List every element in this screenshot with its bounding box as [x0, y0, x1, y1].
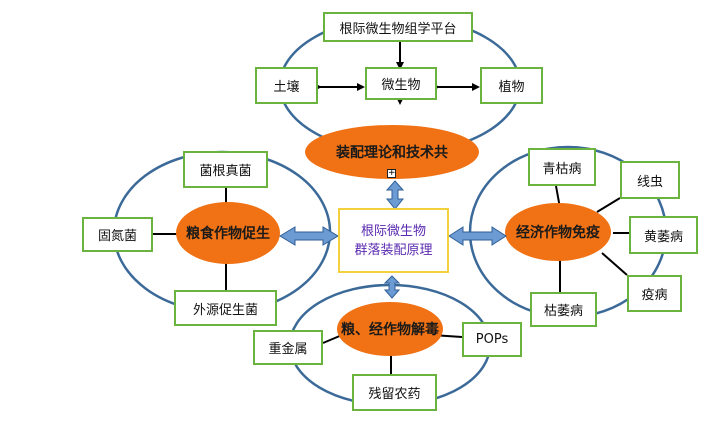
- platform-box: 根际微生物组学平台: [323, 12, 473, 42]
- left-hub-ellipse: [176, 202, 280, 264]
- nematode-box: 线虫: [620, 161, 680, 199]
- left-hub-label: 粮食作物促生: [186, 226, 270, 242]
- right-hub-ellipse: [505, 203, 611, 261]
- exogenous-box: 外源促生菌: [174, 290, 277, 326]
- top-hub-label: 装配理论和技术共: [336, 145, 448, 161]
- center-line-2: 群落装配原理: [354, 242, 433, 258]
- wilt-box: 枯萎病: [530, 292, 597, 327]
- bottom-hub-label: 粮、经作物解毒: [341, 322, 439, 338]
- expand-marker-icon[interactable]: +: [387, 168, 396, 178]
- heavy-metal-box: 重金属: [253, 330, 323, 365]
- microbe-box: 微生物: [365, 67, 437, 100]
- center-top-block-arrow: [385, 180, 405, 210]
- center-line-1: 根际微生物: [360, 223, 426, 239]
- blight-box: 青枯病: [528, 148, 596, 186]
- heavy-metal-connector: [322, 334, 343, 344]
- pops-box: POPs: [462, 322, 522, 357]
- scab-box: 疫病: [627, 275, 682, 312]
- bottom-hub-ellipse: [337, 302, 443, 356]
- center-principle-box: 根际微生物 群落装配原理: [338, 208, 449, 273]
- top-hub-ellipse: [305, 125, 479, 179]
- right-hub-label: 经济作物免疫: [516, 225, 600, 241]
- center-bottom-block-arrow: [383, 275, 401, 299]
- soil-box: 土壤: [255, 67, 318, 104]
- pesticide-box: 残留农药: [352, 374, 437, 411]
- mycorrhiza-box: 菌根真菌: [183, 151, 268, 188]
- nematode-connector: [596, 197, 621, 213]
- plant-box: 植物: [480, 67, 543, 104]
- center-right-block-arrow: [448, 226, 507, 246]
- yellows-box: 黄萎病: [629, 216, 698, 254]
- scab-connector: [601, 252, 628, 276]
- nitrogen-box: 固氮菌: [82, 217, 153, 252]
